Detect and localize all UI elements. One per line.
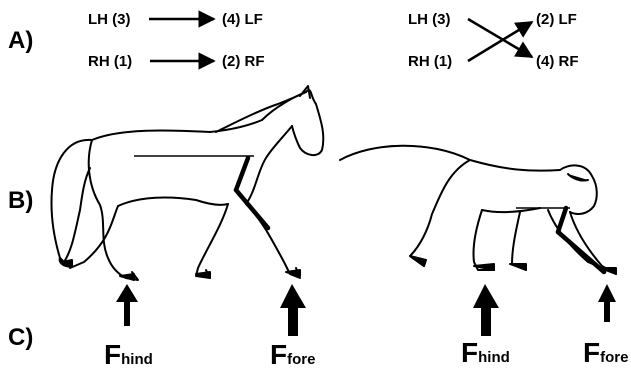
gait-left-row2-from: RH (1): [88, 53, 132, 70]
panel-label-a: A): [8, 27, 33, 54]
monkey-hind-force-label: Fhind: [461, 337, 510, 368]
monkey-fore-force-label: Ffore: [583, 337, 628, 368]
horse-moment-arms: [134, 156, 268, 228]
gait-right-row2-from: RH (1): [408, 53, 452, 70]
horse-fore-force-arrow: [280, 284, 306, 336]
monkey-moment-arms: [516, 208, 604, 272]
gait-left-row2-to: (2) RF: [222, 53, 265, 70]
gait-sequence-left: LH (3) (4) LF RH (1) (2) RF: [88, 11, 265, 70]
gait-right-row2-to: (4) RF: [536, 53, 579, 70]
panel-label-b: B): [8, 187, 33, 214]
horse-hind-force-arrow: [116, 284, 138, 326]
panel-label-c: C): [8, 324, 33, 351]
gait-right-row1-to: (2) LF: [536, 11, 577, 28]
gait-right-cross-arrow-1: [468, 19, 532, 57]
gait-right-cross-arrow-2: [468, 22, 532, 61]
horse-illustration: [51, 86, 323, 280]
gait-left-row1-to: (4) LF: [222, 11, 263, 28]
gait-sequence-right: LH (3) (2) LF RH (1) (4) RF: [408, 11, 579, 70]
horse-hind-force-label: Fhind: [104, 339, 153, 370]
force-arrows: [116, 284, 616, 336]
horse-fore-force-label: Ffore: [270, 339, 315, 370]
gait-left-row1-from: LH (3): [88, 11, 131, 28]
monkey-illustration: [340, 146, 616, 274]
monkey-hind-force-arrow: [473, 284, 499, 336]
gait-right-row1-from: LH (3): [408, 11, 451, 28]
monkey-fore-force-arrow: [598, 284, 616, 322]
